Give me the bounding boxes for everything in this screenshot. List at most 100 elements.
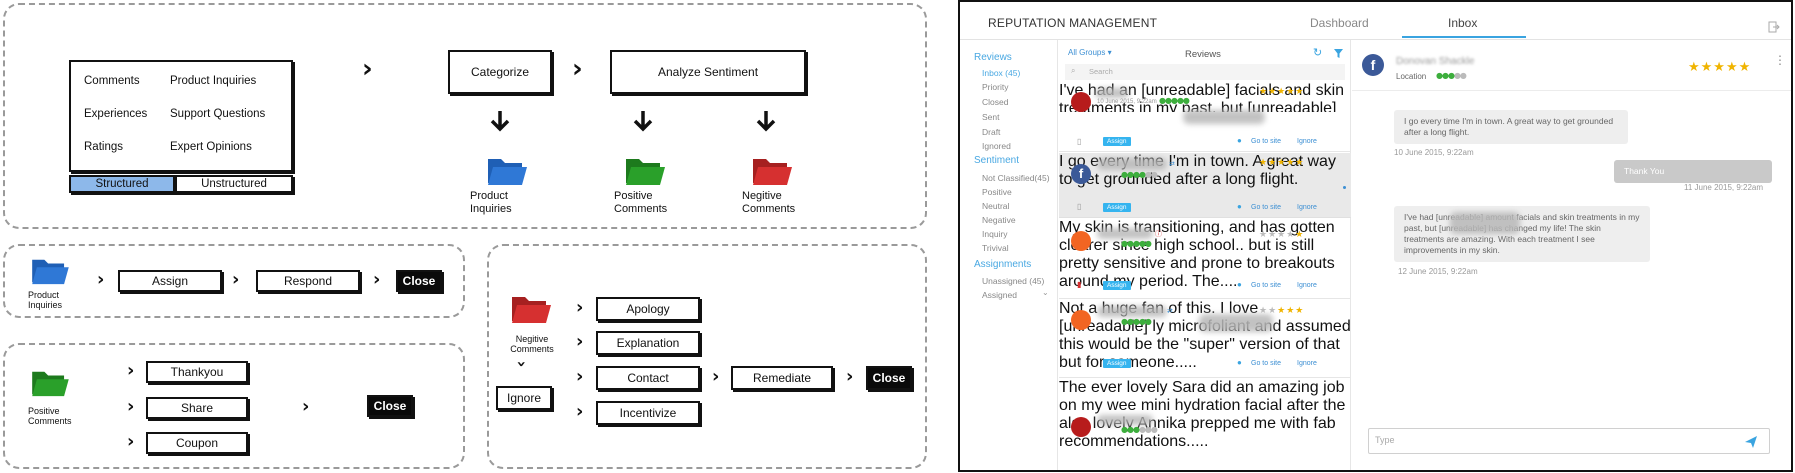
more-options-icon[interactable]: ⋮ — [1774, 53, 1786, 67]
search-bar[interactable]: ⌕ Search — [1065, 64, 1345, 80]
sidebar-head-assignments[interactable]: Assignments — [974, 259, 1032, 270]
review-text: Not a huge fan of this. I love [unreadab… — [1059, 300, 1351, 371]
sidebar-item-ignored[interactable]: Ignored — [982, 141, 1011, 151]
unstructured-tab[interactable]: Unstructured — [175, 175, 293, 193]
chevron-right-icon: › — [127, 360, 135, 381]
tab-inbox[interactable]: Inbox — [1448, 16, 1478, 30]
message-timestamp: 12 June 2015, 9:22am — [1398, 267, 1478, 276]
structured-tab[interactable]: Structured — [69, 175, 175, 193]
tab-dashboard[interactable]: Dashboard — [1310, 16, 1369, 30]
thankyou-box: Thankyou — [146, 361, 248, 383]
rating-dots: ●●●●● — [1121, 239, 1152, 248]
go-to-site-link[interactable]: Go to site — [1251, 204, 1281, 211]
explanation-box: Explanation — [596, 331, 700, 355]
contact-box: Contact — [596, 366, 700, 390]
star-rating: ★★★★★ — [1259, 230, 1305, 240]
filter-icon[interactable] — [1334, 49, 1343, 58]
ignore-box: Ignore — [496, 386, 552, 410]
list-item[interactable]: ⓘ ●●●●● ★★★★★ My skin is transitioning, … — [1059, 219, 1351, 299]
negative-comments-panel — [487, 244, 927, 469]
yelp-icon — [1071, 310, 1091, 330]
send-icon[interactable] — [1745, 436, 1757, 448]
reply-timestamp: 11 June 2015, 9:22am — [1684, 183, 1764, 192]
channel-expert-opinions: Expert Opinions — [170, 141, 252, 153]
chevron-right-icon: › — [572, 54, 583, 84]
sidebar-item-positive[interactable]: Positive — [982, 187, 1012, 197]
search-input[interactable]: Search — [1089, 67, 1113, 76]
channel-ratings: Ratings — [84, 141, 123, 153]
share-box: Share — [146, 397, 248, 419]
bookmark-icon[interactable]: ▯ — [1077, 358, 1082, 367]
sidebar-item-closed[interactable]: Closed — [982, 97, 1009, 107]
list-item[interactable]: 10 June 2015, 9:22am ●●●●● ★★★★★ I've ha… — [1059, 82, 1351, 152]
redacted-text — [1199, 314, 1273, 332]
chevron-right-icon: › — [302, 396, 310, 417]
reviewer-name-blurred — [1097, 228, 1153, 239]
share-icon: ⇄ — [1169, 161, 1175, 168]
list-item[interactable]: ●●●●●● The ever lovely Sara did an amazi… — [1059, 379, 1351, 470]
sidebar-item-inquiry[interactable]: Inquiry — [982, 229, 1008, 239]
review-date: 10 June 2015, 9:22am — [1097, 99, 1157, 105]
sidebar-item-sent[interactable]: Sent — [982, 112, 1000, 122]
category-product-label: Product Inquiries — [470, 190, 512, 215]
message-bubble: I've had [unreadable] amount facials and… — [1394, 206, 1650, 262]
bookmark-icon[interactable]: ▮ — [1077, 280, 1082, 289]
reviews-list — [1059, 40, 1351, 470]
category-negative-label: Negitive Comments — [742, 190, 796, 215]
sidebar-item-inbox[interactable]: Inbox (45) — [982, 68, 1021, 78]
ignore-link[interactable]: Ignore — [1297, 282, 1317, 289]
facebook-icon: f — [1362, 54, 1384, 76]
assign-button[interactable]: Assign — [1103, 281, 1131, 290]
assign-button[interactable]: Assign — [1103, 203, 1131, 212]
sidebar-item-neutral[interactable]: Neutral — [982, 201, 1010, 211]
rating-dots: ●●●●● — [1436, 71, 1467, 80]
sidebar-item-negative[interactable]: Negative — [982, 215, 1016, 225]
bookmark-icon[interactable]: ▯ — [1077, 202, 1082, 211]
bookmark-icon[interactable]: ▯ — [1077, 137, 1082, 146]
group-select[interactable]: All Groups ▾ — [1068, 48, 1112, 57]
star-rating: ★★★★★ — [1259, 87, 1305, 97]
go-to-site-link[interactable]: Go to site — [1251, 138, 1281, 145]
remediate-box: Remediate — [731, 366, 833, 390]
unread-dot — [1343, 186, 1346, 189]
avatar — [1071, 92, 1091, 112]
sidebar-head-reviews[interactable]: Reviews — [974, 52, 1012, 63]
close-box: Close — [367, 395, 413, 417]
reply-input[interactable]: Type — [1368, 428, 1770, 454]
chevron-right-icon: › — [576, 297, 584, 318]
search-icon: ⌕ — [1071, 66, 1076, 75]
comment-icon[interactable]: ● — [1237, 358, 1242, 367]
customer-location: Location — [1396, 72, 1427, 81]
sidebar-item-draft[interactable]: Draft — [982, 127, 1001, 137]
yelp-icon — [1071, 231, 1091, 251]
sidebar-item-trivival[interactable]: Trivival — [982, 243, 1009, 253]
comment-icon[interactable]: ● — [1237, 136, 1242, 145]
channel-comments: Comments — [84, 75, 140, 87]
sidebar-item-not-classified[interactable]: Not Classified(45) — [982, 173, 1050, 183]
assign-button[interactable]: Assign — [1103, 359, 1131, 368]
message-bubble: I go every time I'm in town. A great way… — [1394, 110, 1628, 144]
go-to-site-link[interactable]: Go to site — [1251, 360, 1281, 367]
assign-button[interactable]: Assign — [1103, 137, 1131, 146]
list-item[interactable]: ⇄ ●●●●● ★★★★★ Not a huge fan of this. I … — [1059, 300, 1351, 378]
chevron-down-icon[interactable]: ⌄ — [1042, 288, 1049, 297]
comment-icon[interactable]: ● — [1237, 202, 1242, 211]
comment-icon[interactable]: ● — [1237, 280, 1242, 289]
positive-comments-label: Positive Comments — [28, 406, 72, 426]
list-item[interactable]: f ⇄ ●●●●●● ★★★★★ I go every time I'm in … — [1059, 153, 1351, 218]
product-inquiries-panel — [3, 244, 465, 318]
ignore-link[interactable]: Ignore — [1297, 360, 1317, 367]
reviewer-name-blurred — [1097, 306, 1167, 317]
sidebar-head-sentiment[interactable]: Sentiment — [974, 155, 1020, 166]
refresh-icon[interactable]: ↻ — [1313, 46, 1323, 59]
alert-icon: ⓘ — [1155, 231, 1162, 238]
sidebar-item-assigned[interactable]: Assigned — [982, 290, 1017, 300]
chevron-right-icon: › — [127, 431, 135, 452]
go-to-site-link[interactable]: Go to site — [1251, 282, 1281, 289]
sidebar-item-priority[interactable]: Priority — [982, 82, 1009, 92]
sidebar-item-unassigned[interactable]: Unassigned (45) — [982, 276, 1045, 286]
logout-icon[interactable] — [1768, 21, 1780, 33]
reviews-title: Reviews — [1185, 49, 1221, 60]
ignore-link[interactable]: Ignore — [1297, 138, 1317, 145]
ignore-link[interactable]: Ignore — [1297, 204, 1317, 211]
